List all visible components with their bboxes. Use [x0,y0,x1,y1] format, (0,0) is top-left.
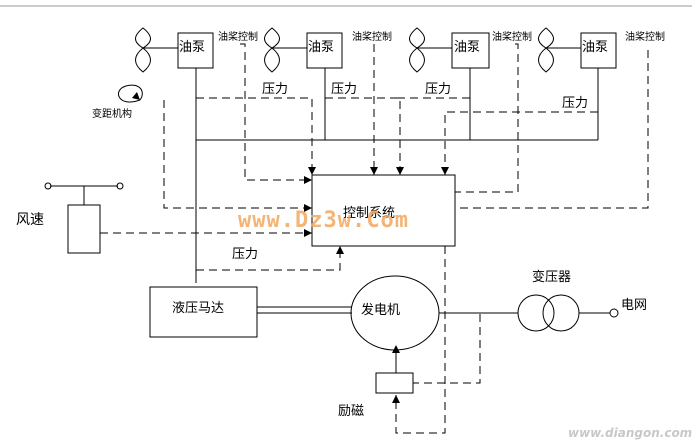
wind-sensor-box [67,204,101,254]
corner-watermark: www.diangon.com [568,426,692,440]
arrow-icon [308,167,316,175]
arrow-icon [336,246,344,254]
pressure-label-5: 压力 [232,247,259,262]
control-system-box [311,174,456,247]
pressure-label-3: 压力 [425,82,452,97]
arrow-icon [304,204,312,212]
anemometer-icon [44,182,124,254]
fan-blade-icon [409,27,425,49]
arrow-icon [370,167,378,175]
transformer-coil [517,294,555,332]
hydraulic-motor-label: 液压马达 [172,301,225,316]
arrow-icon [392,395,400,403]
generator-label: 发电机 [361,303,401,318]
fan-blade-icon [538,47,554,73]
control-system-label: 控制系统 [343,206,396,221]
arrow-icon [441,167,449,175]
transformer-coil [542,294,580,332]
arrow-icon [392,345,400,353]
fan-blade-icon [135,27,151,49]
arrow-icon [304,176,312,184]
hydraulic-motor-box [149,286,258,338]
center-watermark: www.Dz3w.Com [238,208,409,233]
arrow-icon [396,167,404,175]
pressure-label-1: 压力 [262,82,289,97]
fan-blade-icon [538,27,554,49]
oil-control-label-2: 油桨控制 [352,32,392,43]
pump-label-4: 油泵 [582,40,609,55]
fan-blade-icon [135,47,151,73]
pressure-label-4: 压力 [562,96,589,111]
grid-terminal [609,308,619,318]
pitch-mechanism-label: 变距机构 [92,109,132,120]
pump-label-3: 油泵 [454,40,481,55]
pressure-label-2: 压力 [331,82,358,97]
transformer-label: 变压器 [532,270,572,285]
excitation-box [375,372,414,394]
pump-label-2: 油泵 [308,40,335,55]
arrow-icon [304,229,312,237]
pitch-mechanism-icon [117,84,143,103]
grid-label: 电网 [621,298,648,313]
oil-control-label-1: 油桨控制 [218,32,258,43]
oil-control-label-3: 油桨控制 [492,32,532,43]
wind-speed-label: 风速 [16,212,44,228]
fan-blade-icon [409,47,425,73]
pump-label-1: 油泵 [179,40,206,55]
fan-blade-icon [264,27,280,49]
oil-control-label-4: 油桨控制 [625,32,665,43]
fan-blade-icon [264,47,280,73]
excitation-label: 励磁 [338,404,365,419]
